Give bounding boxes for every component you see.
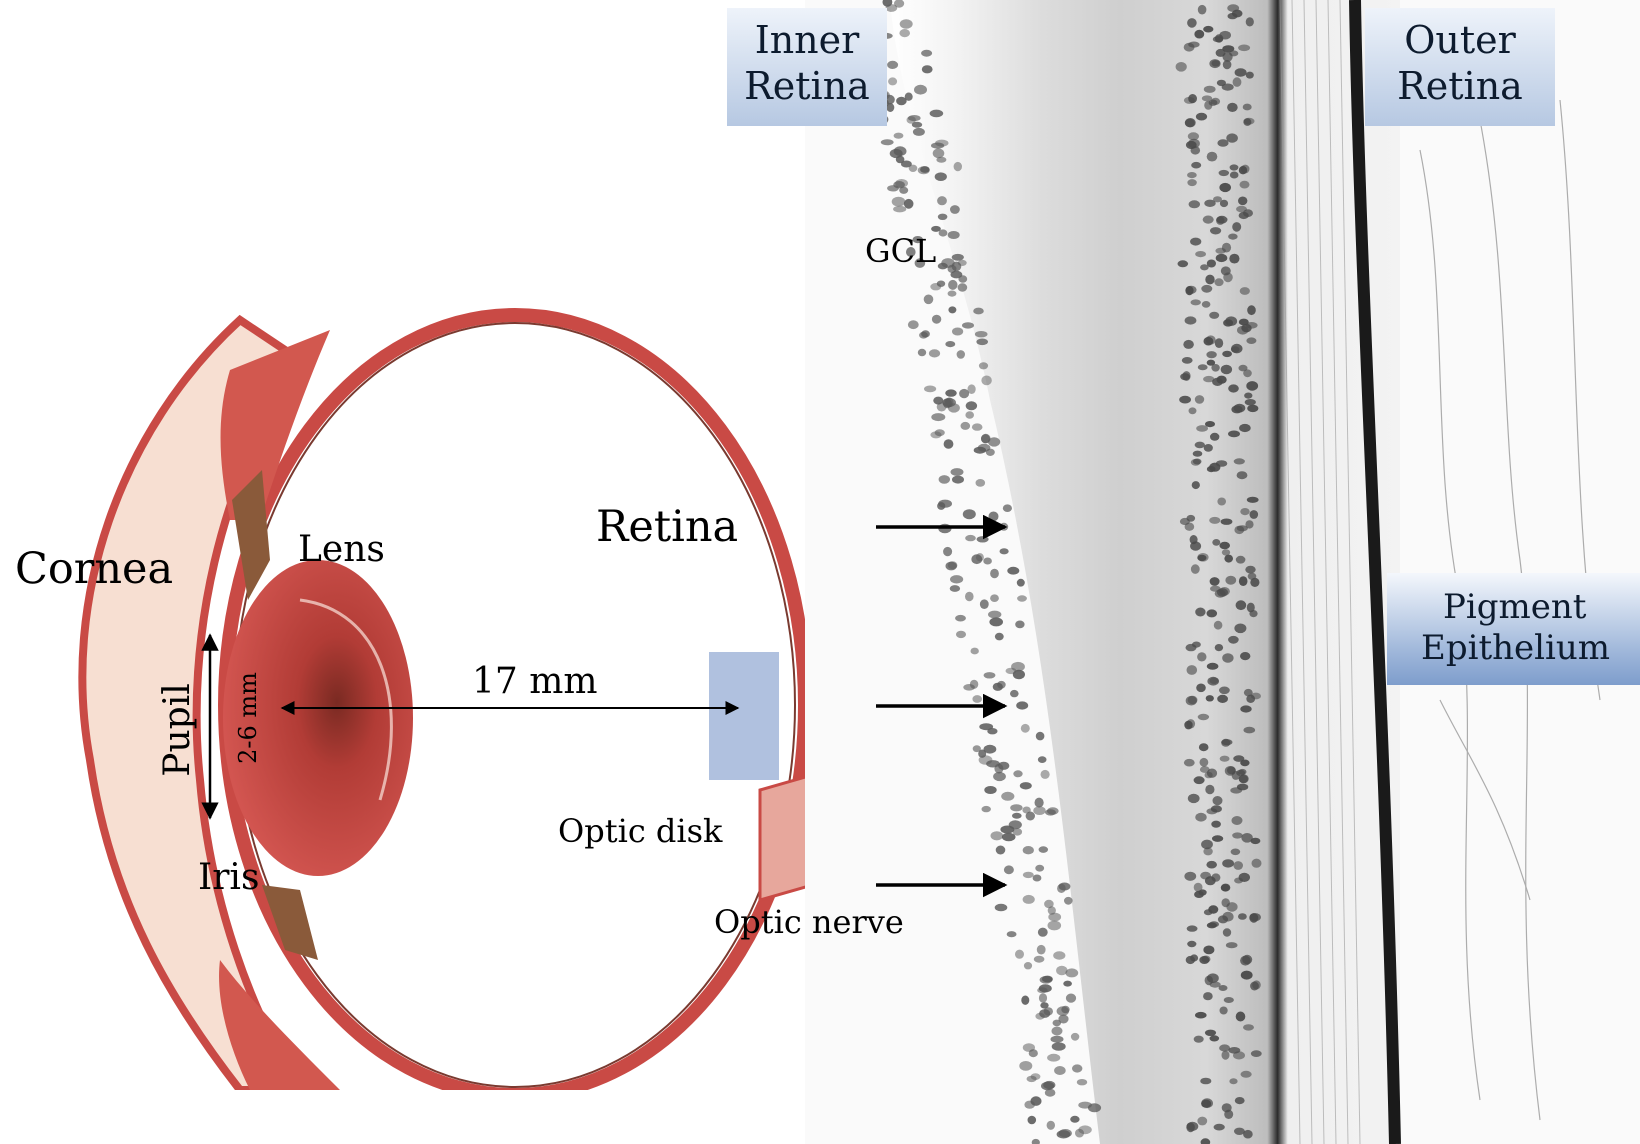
lens-label: Lens <box>298 532 385 568</box>
pigment-line2: Epithelium <box>1421 628 1640 669</box>
outer-retina-banner: Outer Retina <box>1365 8 1555 126</box>
pupil-size-label: 2-6 mm <box>236 668 260 768</box>
retina-label: Retina <box>596 506 738 549</box>
outer-retina-line2: Retina <box>1365 64 1555 110</box>
gcl-label: GCL <box>865 235 936 267</box>
retina-highlight-box <box>709 652 779 780</box>
histology-section <box>805 0 1640 1144</box>
optic-nerve-label: Optic nerve <box>714 906 904 938</box>
inner-retina-banner: Inner Retina <box>727 8 887 126</box>
pigment-line1: Pigment <box>1421 587 1640 628</box>
cornea-label: Cornea <box>15 548 173 591</box>
inner-retina-line2: Retina <box>727 64 887 110</box>
distance-label: 17 mm <box>472 664 598 700</box>
pigment-epithelium-banner: Pigment Epithelium <box>1387 573 1640 685</box>
inner-retina-line1: Inner <box>727 18 887 64</box>
optic-disk-label: Optic disk <box>558 815 722 847</box>
iris-label: Iris <box>198 860 259 896</box>
pupil-label: Pupil <box>160 675 196 785</box>
outer-retina-line1: Outer <box>1365 18 1555 64</box>
